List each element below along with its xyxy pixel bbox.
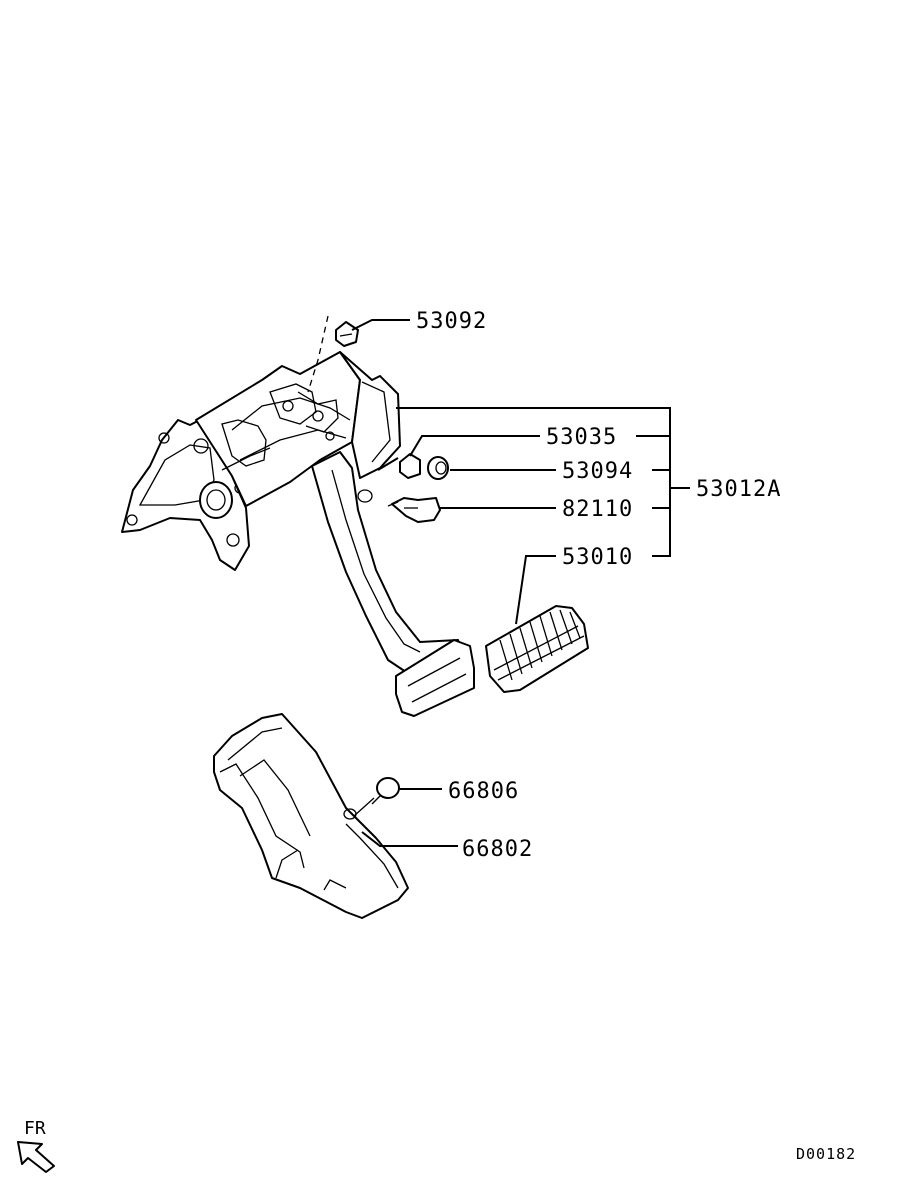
part-number-53010: 53010: [562, 545, 633, 570]
leader-line-53035: [409, 435, 540, 457]
leader-line-53035-bracket: [377, 457, 399, 471]
direction-arrow-icon: [17, 1141, 55, 1173]
diagram-code: D00182: [796, 1145, 856, 1163]
leader-line-53092: [351, 319, 410, 331]
part-number-82110: 82110: [562, 497, 633, 522]
orientation-indicator: FR: [17, 1118, 55, 1173]
orientation-label: FR: [24, 1118, 46, 1139]
part-number-53094: 53094: [562, 459, 633, 484]
leader-line-66806-clip: [353, 797, 375, 817]
part-number-66806: 66806: [448, 779, 519, 804]
brake-pedal-pad: [395, 639, 475, 717]
nut-53092: [335, 321, 359, 347]
clip-66806: [371, 777, 400, 805]
pedal-pad-53010: [485, 605, 589, 693]
leader-line-66802: [361, 831, 458, 847]
bracket-line-53012A: [396, 407, 671, 557]
part-number-66802: 66802: [462, 837, 533, 862]
part-number-53092: 53092: [416, 309, 487, 334]
part-number-53035: 53035: [546, 425, 617, 450]
stopper-53035: [399, 453, 421, 479]
pedal-bracket-assembly: [121, 315, 463, 673]
switch-82110: [387, 497, 441, 523]
part-number-53012A: 53012A: [696, 477, 781, 502]
leader-line-53010: [515, 555, 556, 625]
bushing-53094: [427, 456, 449, 480]
cover-66802: [213, 713, 409, 919]
